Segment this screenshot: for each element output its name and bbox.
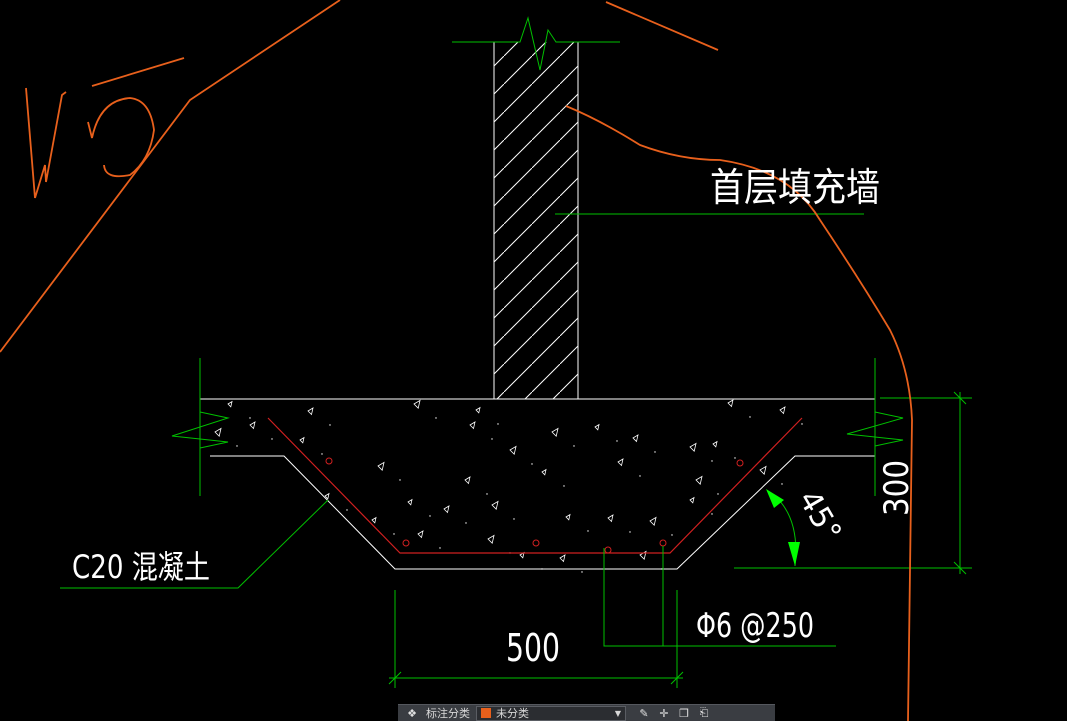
- aggregate-mark: [371, 516, 377, 524]
- paste-icon[interactable]: ⎗: [699, 706, 709, 719]
- markup-strokes: [0, 0, 913, 721]
- aggregate-dot: [321, 453, 323, 455]
- aggregate-dot: [749, 416, 751, 418]
- rebar-mesh: [267, 417, 803, 554]
- aggregate-mark: [307, 407, 314, 416]
- chevron-down-icon: ▼: [614, 708, 621, 718]
- aggregate-mark: [649, 516, 657, 526]
- aggregate-dot: [587, 530, 589, 532]
- aggregate-mark: [551, 427, 559, 437]
- aggregate-dot: [465, 522, 467, 524]
- aggregate-mark: [377, 461, 385, 471]
- aggregate-mark: [519, 551, 525, 559]
- height-dimension: [734, 391, 972, 575]
- aggregate-mark: [559, 554, 566, 563]
- aggregate-mark: [299, 436, 305, 444]
- aggregate-dot: [781, 483, 783, 485]
- aggregate-dot: [629, 531, 631, 533]
- angle-label: 45°: [791, 485, 848, 549]
- angle-dimension: [766, 489, 800, 567]
- aggregate-mark: [759, 465, 767, 475]
- width-dimension: [388, 590, 684, 688]
- aggregate-mark: [443, 505, 450, 514]
- wall-label: 首层填充墙: [710, 165, 880, 211]
- aggregate-dot: [249, 417, 251, 419]
- aggregate-dot: [439, 547, 441, 549]
- aggregate-dot: [435, 417, 437, 419]
- aggregate-dot: [671, 534, 673, 536]
- aggregate-mark: [689, 442, 697, 452]
- material-label: C20 混凝土: [72, 548, 210, 586]
- aggregate-dot: [801, 423, 803, 425]
- concrete-footing: [171, 358, 904, 570]
- aggregate-mark: [413, 399, 421, 409]
- aggregate-dot: [399, 479, 401, 481]
- aggregate-mark: [407, 498, 413, 506]
- infill-wall: [452, 16, 620, 399]
- rebar-leader: [603, 546, 836, 647]
- copy-icon[interactable]: ❐: [679, 706, 689, 720]
- move-icon[interactable]: ✛: [659, 706, 669, 720]
- category-color-swatch: [481, 708, 491, 718]
- aggregate-mark: [469, 421, 476, 430]
- aggregate-dot: [329, 424, 331, 426]
- category-label: 标注分类: [426, 707, 470, 720]
- aggregate-dot: [429, 515, 431, 517]
- material-leader: [60, 499, 329, 589]
- aggregate-mark: [541, 468, 547, 476]
- aggregate-dot: [497, 423, 499, 425]
- category-value: 未分类: [496, 707, 529, 720]
- aggregate-dot: [491, 438, 493, 440]
- aggregate-dot: [639, 475, 641, 477]
- aggregate-dot: [711, 460, 713, 462]
- aggregate-dot: [513, 518, 515, 520]
- aggregate-mark: [632, 434, 639, 443]
- annotation-toolbar: ❖ 标注分类 未分类 ▼ ✎ ✛ ❐ ⎗: [398, 704, 775, 721]
- aggregate-mark: [214, 427, 222, 437]
- aggregate-mark: [491, 500, 499, 510]
- rebar-label: Φ6 @250: [696, 606, 814, 646]
- aggregate-dot: [486, 493, 488, 495]
- aggregate-dot: [581, 571, 583, 573]
- aggregate-mark: [617, 458, 624, 467]
- aggregate-mark: [475, 406, 481, 414]
- aggregate-mark: [417, 530, 424, 539]
- aggregate-mark: [565, 513, 571, 521]
- aggregate-mark: [464, 476, 471, 485]
- aggregate-dot: [654, 451, 656, 453]
- aggregate-dot: [271, 438, 273, 440]
- aggregate-mark: [249, 421, 256, 430]
- category-select[interactable]: 未分类 ▼: [476, 705, 626, 721]
- aggregate-dot: [541, 568, 543, 570]
- layers-icon[interactable]: ❖: [407, 706, 417, 720]
- aggregate-mark: [727, 399, 734, 408]
- aggregate-dot: [236, 445, 238, 447]
- aggregate-mark: [695, 475, 703, 485]
- aggregate-mark: [487, 534, 495, 544]
- aggregate-dot: [661, 568, 663, 570]
- aggregate-dot: [717, 493, 719, 495]
- aggregate-mark: [324, 492, 330, 500]
- aggregate-dot: [531, 463, 533, 465]
- concrete-aggregate-hatch: [214, 399, 803, 573]
- aggregate-mark: [689, 496, 695, 504]
- edit-icon[interactable]: ✎: [639, 706, 649, 720]
- aggregate-dot: [346, 509, 348, 511]
- width-dim-label: 500: [506, 626, 560, 670]
- aggregate-mark: [607, 514, 614, 523]
- aggregate-mark: [509, 445, 517, 455]
- aggregate-dot: [711, 513, 713, 515]
- aggregate-dot: [393, 533, 395, 535]
- aggregate-mark: [594, 423, 600, 431]
- aggregate-dot: [734, 457, 736, 459]
- aggregate-dot: [573, 445, 575, 447]
- aggregate-mark: [779, 406, 786, 415]
- height-dim-label: 300: [877, 460, 917, 516]
- aggregate-dot: [563, 485, 565, 487]
- aggregate-dot: [616, 440, 618, 442]
- aggregate-mark: [712, 440, 718, 448]
- aggregate-mark: [227, 400, 233, 408]
